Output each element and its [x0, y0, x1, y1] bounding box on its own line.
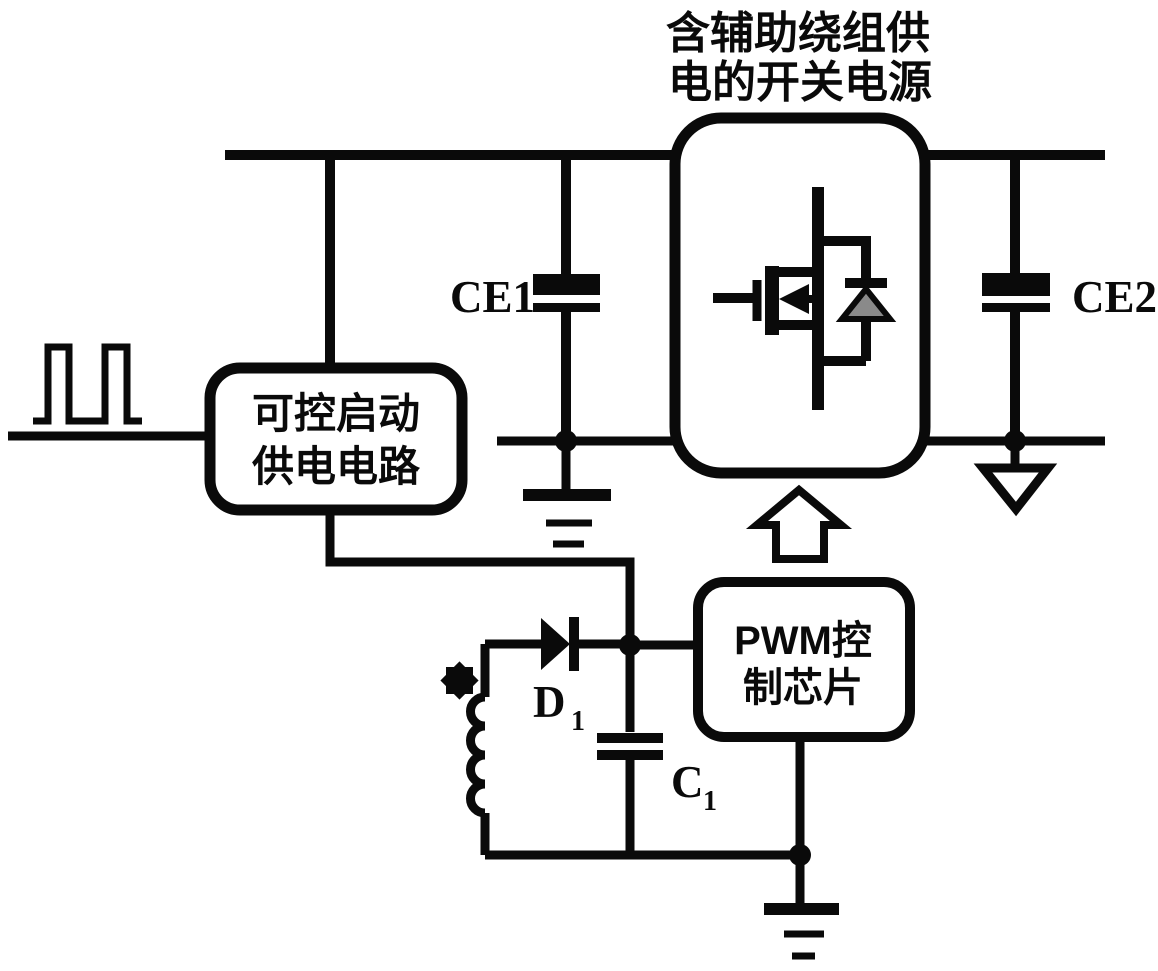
- pulse-waveform-icon: [33, 343, 142, 425]
- ground-symbol-three-bar: [764, 903, 839, 960]
- ce2-plate-negative: [982, 303, 1050, 312]
- mosfet-arrow: [779, 284, 809, 314]
- startup-block-label-line2: 供电电路: [252, 443, 421, 490]
- pwm-block-label-line1: PWM控: [734, 619, 872, 663]
- diode-d1-triangle: [541, 618, 570, 670]
- title-line2: 电的开关电源: [668, 58, 932, 107]
- c1-label-subscript: 1: [703, 786, 717, 817]
- ground-symbol-three-bar: [523, 489, 611, 548]
- polarity-star-square-rotated: [440, 661, 479, 700]
- auxiliary-winding-coil: [466, 692, 486, 818]
- d1-label-subscript: 1: [571, 706, 585, 737]
- ce1-label: CE1: [450, 272, 535, 322]
- pwm-block-label-line2: 制芯片: [743, 666, 863, 710]
- startup-block-label-line1: 可控启动: [252, 390, 420, 437]
- startup-supply-block: [204, 362, 468, 516]
- body-diode-top-link: [818, 236, 871, 279]
- ce2-label: CE2: [1072, 272, 1157, 322]
- pwm-drive-arrow-up: [745, 484, 853, 563]
- ce2-plate-positive: [982, 273, 1050, 296]
- d1-label: D: [533, 677, 566, 727]
- title-line1: 含辅助绕组供: [666, 9, 930, 58]
- winding-polarity-mark: [440, 661, 479, 700]
- ce1-plate-positive: [533, 274, 600, 295]
- mosfet-symbol: [713, 187, 824, 410]
- c1-label: C: [671, 757, 704, 807]
- ce1-plate-negative: [533, 303, 600, 312]
- body-diode-symbol: [818, 236, 897, 366]
- ground-symbol-triangle: [973, 463, 1058, 517]
